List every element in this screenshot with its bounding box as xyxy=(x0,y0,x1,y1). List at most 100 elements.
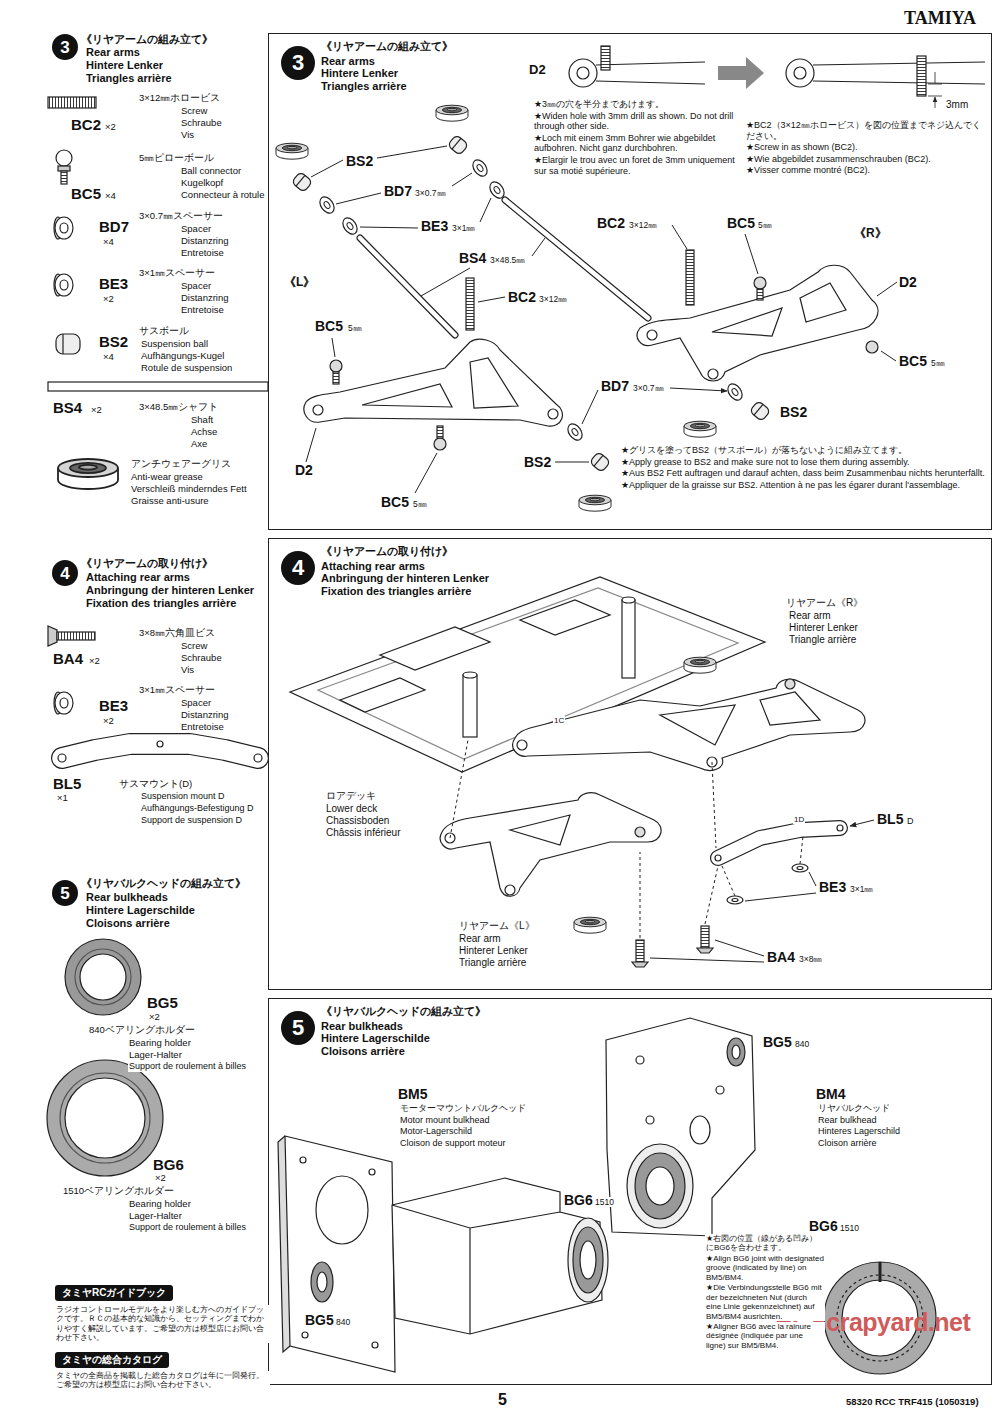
part-label: Spacer xyxy=(180,280,212,291)
part-code: BE3 xyxy=(818,879,847,896)
heading-text: 《リヤアームの組み立て》 xyxy=(80,33,214,46)
part-label: 3×8㎜ xyxy=(798,954,823,964)
part-label: Graisse anti-usure xyxy=(130,495,210,506)
attaching-rear-arms-art xyxy=(636,940,644,962)
rear-arm-assembly-art xyxy=(437,426,443,438)
note-text: ★3㎜の穴を半分まであけます。 xyxy=(533,99,740,110)
rear-bulkheads-art xyxy=(317,1272,327,1292)
note-text: ★Appliquer de la graisse sur BS2. Attent… xyxy=(620,480,990,491)
section-tag: タミヤの総合カタログ xyxy=(55,1352,169,1368)
rear-arm-assembly-art xyxy=(313,405,323,415)
part-label: 3×12㎜ xyxy=(538,294,568,304)
rear-bulkheads-art xyxy=(573,1227,603,1293)
rear-arm-assembly-art xyxy=(754,277,766,289)
part-code: BG5 xyxy=(304,1312,335,1329)
part-code: BC5 xyxy=(70,185,102,203)
part-label: ×1 xyxy=(56,792,69,803)
part-code: BC5 xyxy=(898,353,928,370)
attaching-rear-arms-art xyxy=(715,855,721,861)
part-label: 5㎜ xyxy=(930,358,946,368)
part-label: ×2 xyxy=(102,715,115,726)
step-number-circle: 4 xyxy=(281,551,315,585)
part-label: Anti-wear grease xyxy=(130,471,204,482)
rear-arm-assembly-art xyxy=(548,409,558,419)
part-label: Connecteur à rotule xyxy=(180,189,265,200)
rear-arm-assembly-art xyxy=(579,495,611,511)
note-text: ★Aligner BG6 avec la rainure désignée (i… xyxy=(705,1322,825,1350)
parts-list-art xyxy=(65,1078,145,1158)
parts-list-art xyxy=(60,223,68,233)
part-label: ×4 xyxy=(102,236,115,247)
rear-arm-assembly-art xyxy=(935,72,936,108)
part-code: BC2 xyxy=(70,116,102,134)
part-code: BC2 xyxy=(596,215,626,232)
attaching-rear-arms-art xyxy=(697,948,713,953)
part-label: 3×48.5㎜シャフト xyxy=(138,401,219,412)
attaching-rear-arms-art xyxy=(622,600,635,678)
part-label: Support de roulement à billes xyxy=(128,1222,247,1233)
rear-arm-assembly-art xyxy=(601,46,610,70)
heading-text: 58320 RCC TRF415 (1050319) xyxy=(845,1396,980,1407)
rear-bulkheads-art xyxy=(627,1144,693,1228)
rear-arm-assembly-art xyxy=(813,62,985,84)
part-label: Cloison de support moteur xyxy=(399,1138,507,1149)
part-label: Lager-Halter xyxy=(128,1049,183,1060)
part-label: Châssis inférieur xyxy=(325,827,401,839)
part-code: BD7 xyxy=(383,183,413,200)
part-label: サスマウント(D) xyxy=(118,778,193,789)
tag-text: タミヤの総合カタログ xyxy=(62,1354,162,1366)
parts-list-art xyxy=(47,1060,163,1176)
rear-arm-assembly-art xyxy=(749,400,770,421)
rear-arm-assembly-art xyxy=(589,451,610,472)
step-heading: 《リヤアームの組み立て》 xyxy=(321,40,453,53)
step-number: 5 xyxy=(60,885,69,902)
part-label: Entretoise xyxy=(180,304,225,315)
parts-list-art xyxy=(80,954,126,1000)
attaching-rear-arms-art xyxy=(660,705,735,745)
attaching-rear-arms-art xyxy=(450,740,803,938)
rear-arm-assembly-art xyxy=(712,308,782,336)
part-label: Lower deck xyxy=(325,803,378,815)
part-label: リヤアーム《L》 xyxy=(458,920,536,932)
part-label: Achse xyxy=(190,426,218,437)
rear-arm-assembly-art xyxy=(708,369,718,379)
attaching-rear-arms-art xyxy=(718,828,840,858)
part-label: Ball connector xyxy=(180,165,242,176)
parts-list-art xyxy=(157,741,163,747)
part-label: Rear arm xyxy=(788,610,832,622)
part-label: Rear bulkhead xyxy=(817,1115,878,1126)
attaching-rear-arms-art xyxy=(520,600,610,635)
rear-arm-assembly-art xyxy=(786,59,814,87)
note-text: タミヤの全商品を掲載した総合カタログは年に一回発行。ご希望の方は模型店にお問い合… xyxy=(55,1371,270,1390)
rear-bulkheads-art xyxy=(316,1176,368,1244)
part-label: Suspension mount D xyxy=(140,791,226,802)
rear-arm-assembly-art xyxy=(291,171,312,192)
note-text: ★Apply grease to BS2 and make sure not t… xyxy=(620,457,990,468)
part-label: Spacer xyxy=(180,697,212,708)
step-heading: Fixation des triangles arrière xyxy=(321,585,471,598)
rear-bulkheads-art xyxy=(302,1332,308,1338)
part-label: Entretoise xyxy=(180,721,225,732)
part-code: BG5 xyxy=(146,994,179,1012)
part-label: リヤバルクヘッド xyxy=(817,1103,891,1114)
part-label: ×2 xyxy=(148,1011,161,1022)
part-label: Cloison arrière xyxy=(817,1138,878,1149)
part-label: 3×8㎜六角皿ビス xyxy=(138,627,216,638)
heading-text: Anbringung der hinteren Lenker xyxy=(85,584,255,597)
part-label: 3×1㎜スペーサー xyxy=(138,684,216,695)
parts-list-art xyxy=(254,754,262,762)
rear-bulkheads-art xyxy=(727,1038,745,1066)
rear-arm-assembly-art xyxy=(276,143,308,159)
parts-list-art xyxy=(61,171,67,184)
note-text: ★Widen hole with 3mm drill as shown. Do … xyxy=(533,111,740,132)
heading-text: 《リヤバルクヘッドの組み立て》 xyxy=(80,877,247,890)
part-label: 3×0.7㎜ xyxy=(414,188,447,198)
step-number-circle: 5 xyxy=(52,880,78,906)
note-text: ★グリスを塗ってBS2（サスボール）が落ちないように組み立てます。 xyxy=(620,445,990,456)
part-label: Schraube xyxy=(180,652,223,663)
step-number: 3 xyxy=(60,39,69,56)
rear-arm-assembly-art xyxy=(360,238,455,335)
attaching-rear-arms-art xyxy=(650,820,874,962)
note-text: ★Elargir le trou avec un foret de 3mm un… xyxy=(533,155,740,176)
parts-list-art xyxy=(55,692,73,714)
